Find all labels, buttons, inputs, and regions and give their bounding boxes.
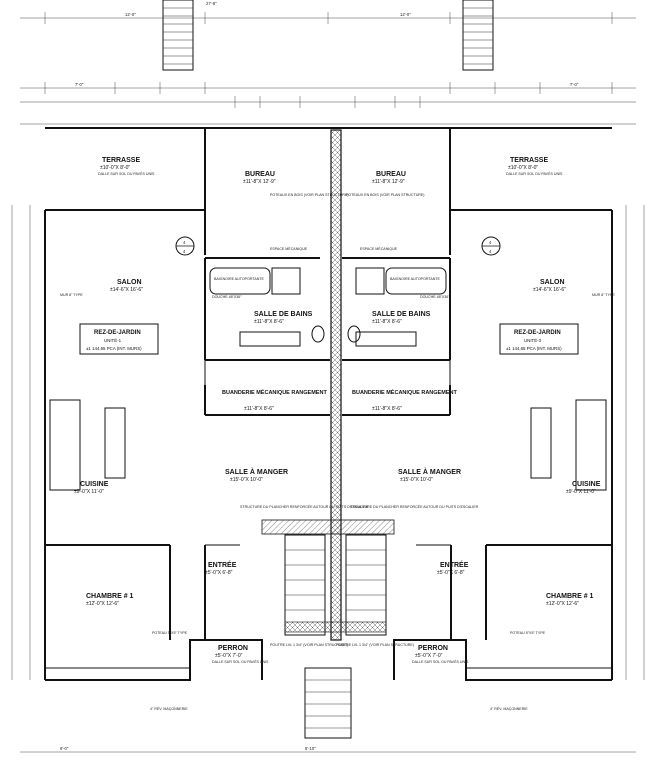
svg-text:±1 144,65 PCA (INT. MURS): ±1 144,65 PCA (INT. MURS) <box>86 346 142 351</box>
front-stairs: 6'-0" 8'-10" <box>20 667 636 753</box>
room-title-chambre-right: CHAMBRE # 1 <box>546 593 594 600</box>
room-title-entree-right: ENTRÉE <box>440 560 469 569</box>
note-mur-right: MUR 8" TYPE <box>592 293 615 297</box>
svg-text:UNITÉ-3: UNITÉ-3 <box>524 338 542 343</box>
svg-text:±15'-0"X 10'-0": ±15'-0"X 10'-0" <box>400 477 433 483</box>
svg-text:REZ-DE-JARDIN: REZ-DE-JARDIN <box>514 330 561 336</box>
room-title-cuisine-left: CUISINE <box>80 481 109 488</box>
svg-text:±11'-8"X 8'-6": ±11'-8"X 8'-6" <box>372 406 402 412</box>
svg-text:DALLE SUR SOL OU PAVÉS UNIS: DALLE SUR SOL OU PAVÉS UNIS <box>98 171 155 176</box>
room-title-sdb-left: SALLE DE BAINS <box>254 311 313 318</box>
room-title-terrasse-right: TERRASSE <box>510 157 548 164</box>
room-title-cuisine-right: CUISINE <box>572 481 601 488</box>
room-title-entree-left: ENTRÉE <box>208 560 237 569</box>
dim-bottom-left: 6'-0" <box>60 746 69 751</box>
room-labels-right: TERRASSE ±10'-0"X 8'-0" DALLE SUR SOL OU… <box>352 157 601 664</box>
svg-text:±5'-0"X 7'-0": ±5'-0"X 7'-0" <box>415 653 443 659</box>
note-poteau-right: POTEAU 5"X5" TYPE <box>510 631 546 635</box>
section-marker-right: 4 4 <box>481 236 501 256</box>
svg-text:±9'-0"X 11'-0": ±9'-0"X 11'-0" <box>74 489 104 495</box>
note-douche-right: DOUCHE 48"X36" <box>420 295 450 299</box>
side-dimension-lines <box>11 205 645 680</box>
svg-text:±5'-0"X 7'-0": ±5'-0"X 7'-0" <box>215 653 243 659</box>
baignoire-note-left: BAIGNOIRE AUTOPORTANTE <box>214 277 265 281</box>
note-mur-left: MUR 8" TYPE <box>60 293 83 297</box>
rear-stairs <box>162 0 494 71</box>
note-maconnerie-right: 4" RÉV. MAÇONNERIE <box>490 706 528 711</box>
interior-walls-left <box>45 210 330 640</box>
unit-label-left: REZ-DE-JARDIN UNITÉ-1 ±1 144,65 PCA (INT… <box>79 323 159 355</box>
svg-text:±5'-0"X 6'-8": ±5'-0"X 6'-8" <box>437 570 465 576</box>
svg-text:DALLE SUR SOL OU PAVÉS UNIS: DALLE SUR SOL OU PAVÉS UNIS <box>506 171 563 176</box>
svg-text:±5'-0"X 6'-8": ±5'-0"X 6'-8" <box>205 570 233 576</box>
room-title-bureau-left: BUREAU <box>245 171 275 178</box>
svg-text:±15'-0"X 10'-0": ±15'-0"X 10'-0" <box>230 477 263 483</box>
note-espace-mecanique-left: ESPACE MÉCANIQUE <box>270 246 308 251</box>
note-douche-left: DOUCHE 48"X36" <box>212 295 242 299</box>
baignoire-note-right: BAIGNOIRE AUTOPORTANTE <box>390 277 441 281</box>
room-title-sam-right: SALLE À MANGER <box>398 467 461 476</box>
note-poutre-right: POUTRE LVL 1 3/4" (VOIR PLAN STRUCTURE) <box>336 643 414 647</box>
bathroom-fixtures: BAIGNOIRE AUTOPORTANTE BAIGNOIRE AUTOPOR… <box>209 267 447 347</box>
party-wall <box>330 129 342 641</box>
svg-text:±11'-8"X 8'-6": ±11'-8"X 8'-6" <box>372 319 402 325</box>
dim-stair-top: 27'-8" <box>206 1 217 6</box>
unit-label-right: REZ-DE-JARDIN UNITÉ-3 ±1 144,65 PCA (INT… <box>499 323 579 355</box>
room-title-perron-left: PERRON <box>218 645 248 652</box>
note-poteaux-left: POTEAUX EN BOIS (VOIR PLAN STRUCTURE) <box>270 193 348 197</box>
note-plancher-left: STRUCTURE DU PLANCHER RENFORCÉE AUTOUR D… <box>240 504 369 509</box>
svg-text:±1 144,65 PCA (INT. MURS): ±1 144,65 PCA (INT. MURS) <box>506 346 562 351</box>
svg-text:±11'-8"X 8'-6": ±11'-8"X 8'-6" <box>244 406 274 412</box>
top-dimension-lines: 12'-0" 12'-0" 7'-0" 7'-0" 27'-8" <box>20 1 636 125</box>
room-title-bureau-right: BUREAU <box>376 171 406 178</box>
annotation-notes: ESPACE MÉCANIQUE ESPACE MÉCANIQUE POTEAU… <box>60 193 615 711</box>
note-poutre-left: POUTRE LVL 1 3/4" (VOIR PLAN STRUCTURE) <box>270 643 348 647</box>
room-title-buanderie-right: BUANDERIE MÉCANIQUE RANGEMENT <box>352 388 457 396</box>
svg-text:±12'-0"X 12'-6": ±12'-0"X 12'-6" <box>86 601 119 607</box>
dim-mid-left: 7'-0" <box>75 82 84 87</box>
svg-text:±11'-8"X 12'-9": ±11'-8"X 12'-9" <box>372 179 405 185</box>
interior-walls-right <box>342 210 612 640</box>
svg-text:±11'-8"X 8'-6": ±11'-8"X 8'-6" <box>254 319 284 325</box>
room-title-salon-right: SALON <box>540 279 565 286</box>
room-title-terrasse-left: TERRASSE <box>102 157 140 164</box>
note-poteaux-right: POTEAUX EN BOIS (VOIR PLAN STRUCTURE) <box>346 193 424 197</box>
room-title-salon-left: SALON <box>117 279 142 286</box>
svg-text:±9'-0"X 11'-0": ±9'-0"X 11'-0" <box>566 489 596 495</box>
exterior-walls <box>44 127 613 681</box>
note-poteau-left: POTEAU 5"X5" TYPE <box>152 631 188 635</box>
room-title-sam-left: SALLE À MANGER <box>225 467 288 476</box>
room-labels-left: TERRASSE ±10'-0"X 8'-0" DALLE SUR SOL OU… <box>74 157 327 664</box>
svg-text:UNITÉ-1: UNITÉ-1 <box>104 338 122 343</box>
dim-top-left: 12'-0" <box>125 12 136 17</box>
dim-mid-right: 7'-0" <box>570 82 579 87</box>
svg-text:4: 4 <box>183 249 186 254</box>
dim-bottom-mid: 8'-10" <box>305 746 316 751</box>
svg-text:4: 4 <box>489 240 492 245</box>
note-plancher-right: STRUCTURE DU PLANCHER RENFORCÉE AUTOUR D… <box>350 504 479 509</box>
svg-text:±11'-8"X 12'-9": ±11'-8"X 12'-9" <box>243 179 276 185</box>
svg-text:REZ-DE-JARDIN: REZ-DE-JARDIN <box>94 330 141 336</box>
room-title-sdb-right: SALLE DE BAINS <box>372 311 431 318</box>
room-title-buanderie-left: BUANDERIE MÉCANIQUE RANGEMENT <box>222 388 327 396</box>
svg-text:DALLE SUR SOL OU PAVÉS UNIS: DALLE SUR SOL OU PAVÉS UNIS <box>212 659 269 664</box>
svg-text:DALLE SUR SOL OU PAVÉS UNIS: DALLE SUR SOL OU PAVÉS UNIS <box>412 659 469 664</box>
central-stair-core <box>261 519 395 636</box>
svg-text:±10'-0"X 8'-0": ±10'-0"X 8'-0" <box>508 165 538 171</box>
svg-text:±14'-6"X 16'-6": ±14'-6"X 16'-6" <box>110 287 143 293</box>
svg-text:±12'-0"X 12'-6": ±12'-0"X 12'-6" <box>546 601 579 607</box>
note-espace-mecanique-right: ESPACE MÉCANIQUE <box>360 246 398 251</box>
dim-top-right: 12'-0" <box>400 12 411 17</box>
svg-text:4: 4 <box>489 249 492 254</box>
section-marker-left: 4 4 <box>175 236 195 256</box>
svg-text:4: 4 <box>183 240 186 245</box>
svg-text:±14'-6"X 16'-6": ±14'-6"X 16'-6" <box>533 287 566 293</box>
svg-text:±10'-0"X 8'-0": ±10'-0"X 8'-0" <box>100 165 130 171</box>
room-title-chambre-left: CHAMBRE # 1 <box>86 593 134 600</box>
note-maconnerie-left: 4" RÉV. MAÇONNERIE <box>150 706 188 711</box>
room-title-perron-right: PERRON <box>418 645 448 652</box>
